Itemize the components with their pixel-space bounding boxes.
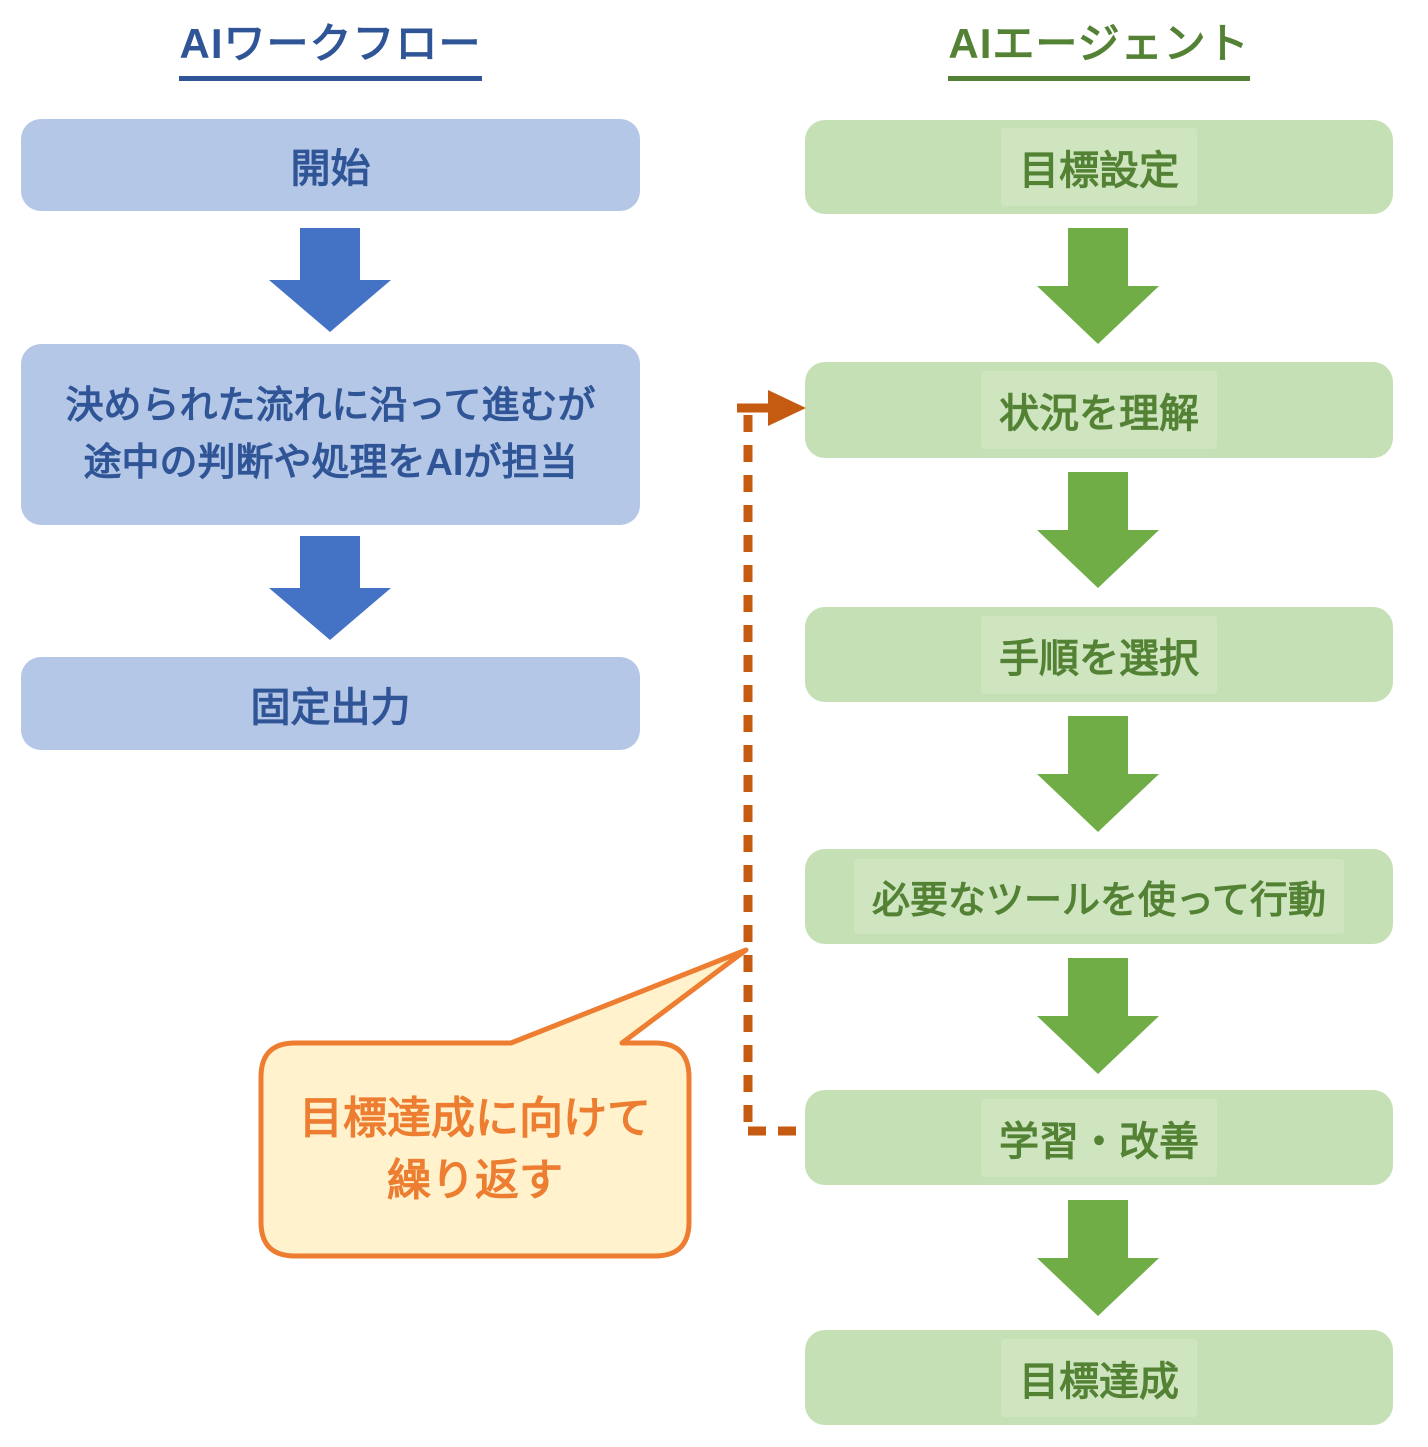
workflow-step-output-box: 固定出力 [21, 657, 640, 750]
agent-step-learn-label: 学習・改善 [981, 1098, 1217, 1177]
agent-step-act-label: 必要なツールを使って行動 [853, 859, 1345, 934]
workflow-column-title: AIワークフロー [21, 10, 640, 90]
agent-step-goal-setting-label: 目標設定 [1001, 128, 1197, 206]
down-arrow-icon [1037, 228, 1159, 344]
agent-title-text: AIエージェント [948, 10, 1250, 81]
loop-arrowhead-icon [768, 390, 806, 426]
down-arrow-icon [1037, 958, 1159, 1074]
workflow-step-output-label: 固定出力 [250, 685, 411, 730]
workflow-step-start-label: 開始 [290, 147, 371, 191]
down-arrow-icon [269, 228, 391, 332]
down-arrow-icon [1037, 472, 1159, 588]
workflow-step-start-box: 開始 [21, 119, 640, 211]
agent-step-understand-label: 状況を理解 [981, 371, 1217, 449]
agent-step-understand-box: 状況を理解 [805, 362, 1393, 458]
agent-column-title: AIエージェント [805, 10, 1393, 90]
down-arrow-icon [1037, 716, 1159, 832]
callout-bubble-text: 目標達成に向けて 繰り返す [299, 1093, 651, 1205]
down-arrow-icon [269, 536, 391, 640]
agent-step-select-label: 手順を選択 [981, 615, 1217, 694]
down-arrow-icon [1037, 1200, 1159, 1316]
agent-step-act-box: 必要なツールを使って行動 [805, 849, 1393, 944]
agent-step-goal-achieved-box: 目標達成 [805, 1330, 1393, 1425]
agent-step-select-box: 手順を選択 [805, 607, 1393, 702]
workflow-step-process-label: 決められた流れに沿って進むが 途中の判断や処理をAIが担当 [65, 384, 596, 484]
workflow-title-text: AIワークフロー [179, 10, 482, 81]
agent-step-goal-achieved-label: 目標達成 [1001, 1338, 1197, 1417]
workflow-step-process-box: 決められた流れに沿って進むが 途中の判断や処理をAIが担当 [21, 344, 640, 525]
agent-step-learn-box: 学習・改善 [805, 1090, 1393, 1185]
agent-step-goal-setting-box: 目標設定 [805, 120, 1393, 214]
